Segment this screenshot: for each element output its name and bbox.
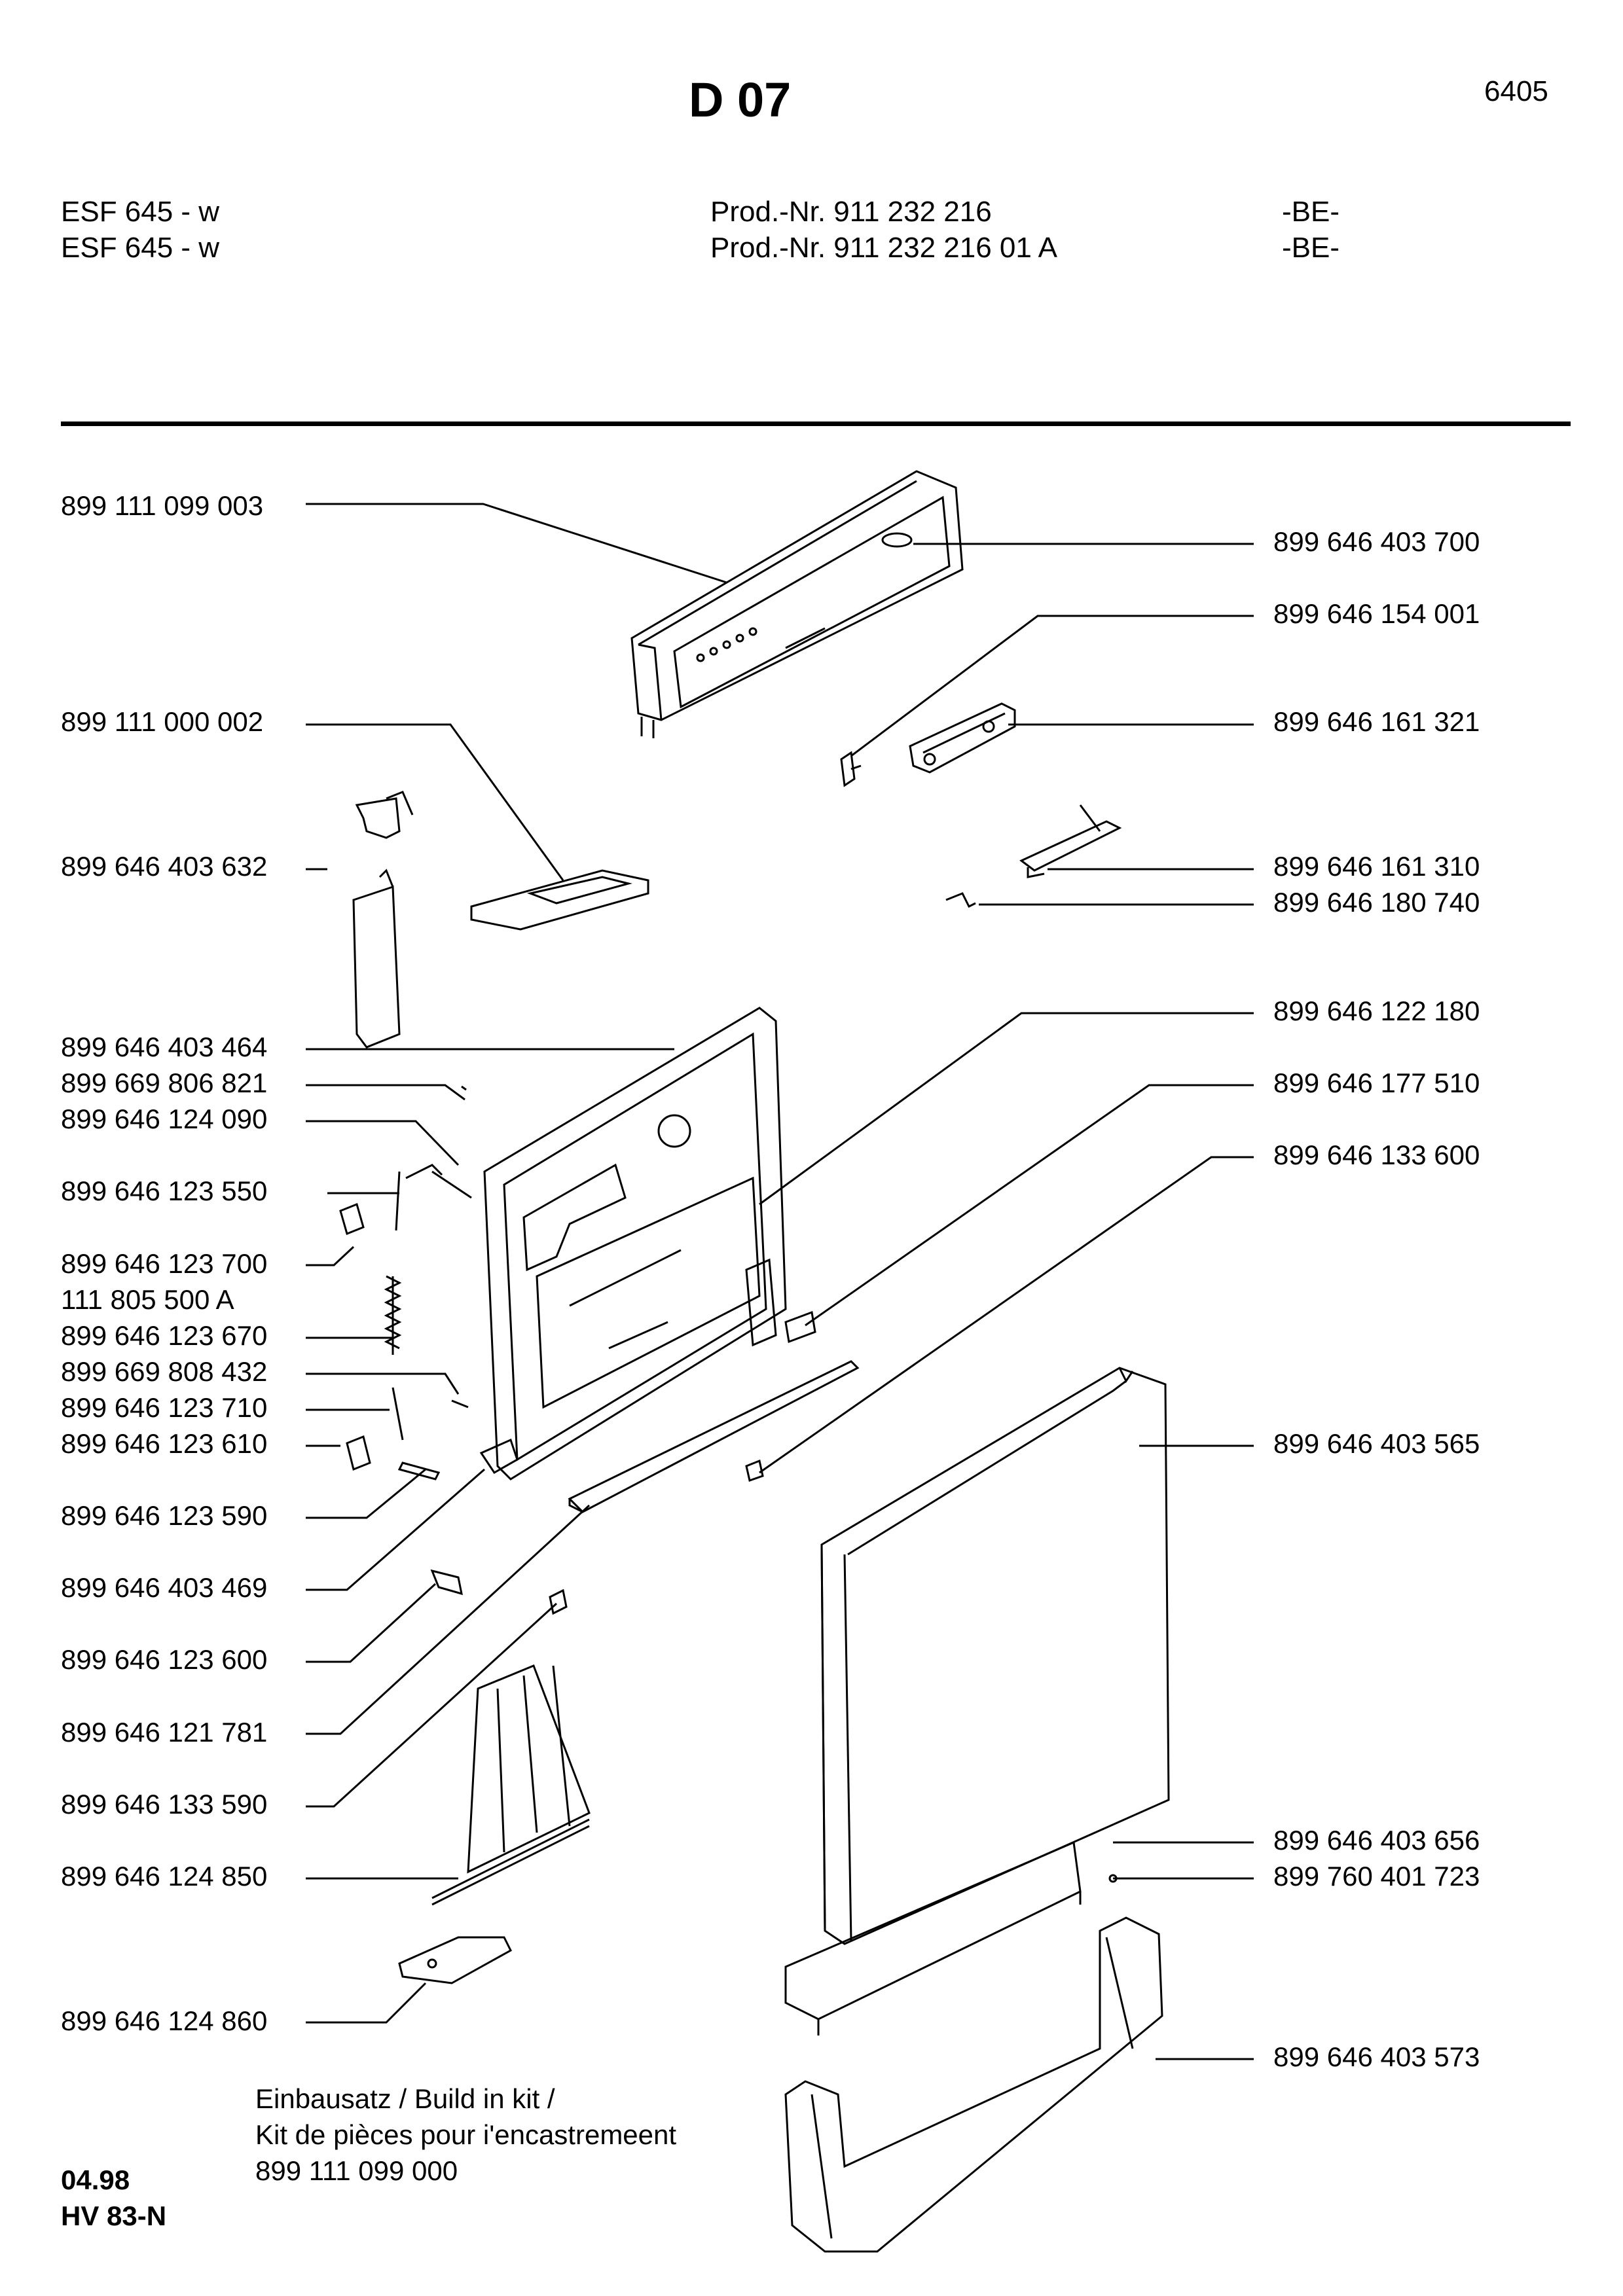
part-label-right: 899 646 403 700 xyxy=(1273,526,1480,557)
part-label-left: 111 805 500 A xyxy=(61,1284,234,1315)
part-label-left: 899 646 124 850 xyxy=(61,1861,268,1892)
region-1: -BE- xyxy=(1282,196,1340,228)
small-parts-left xyxy=(340,1086,566,1613)
part-label-left: 899 646 403 632 xyxy=(61,851,268,882)
part-label-right: 899 646 180 740 xyxy=(1273,887,1480,918)
part-label-right: 899 646 161 310 xyxy=(1273,851,1480,882)
rail-part xyxy=(570,1361,858,1512)
spring-clip-part xyxy=(946,893,976,906)
part-label-right: 899 646 403 656 xyxy=(1273,1825,1480,1856)
kit-caption-line-1: Einbausatz / Build in kit / xyxy=(255,2083,555,2114)
part-label-left: 899 646 403 464 xyxy=(61,1031,268,1062)
spring-part xyxy=(386,1172,403,1440)
part-label-right: 899 646 154 001 xyxy=(1273,598,1480,629)
page-title: D 07 xyxy=(689,73,792,127)
part-label-left: 899 646 123 670 xyxy=(61,1320,268,1351)
prod-number-2: Prod.-Nr. 911 232 216 01 A xyxy=(710,232,1057,264)
part-label-left: 899 669 806 821 xyxy=(61,1067,268,1098)
bottom-trim-part xyxy=(786,1842,1116,2036)
door-hinge-assembly xyxy=(406,1165,776,1473)
control-panel-part xyxy=(632,471,962,738)
block-part xyxy=(786,1312,815,1342)
slide-part xyxy=(1021,805,1120,877)
part-label-left: 899 646 123 600 xyxy=(61,1644,268,1675)
kit-caption-line-3: 899 111 099 000 xyxy=(255,2155,458,2186)
kickplate-part xyxy=(786,1918,1162,2251)
part-label-right: 899 760 401 723 xyxy=(1273,1861,1480,1892)
part-label-left: 899 646 133 590 xyxy=(61,1789,268,1820)
leader-lines-left xyxy=(306,504,727,2022)
small-clip-part xyxy=(841,753,861,785)
part-label-left: 899 111 099 003 xyxy=(61,490,264,521)
insulation-plate-part xyxy=(471,870,648,929)
part-label-left: 899 646 124 090 xyxy=(61,1103,268,1134)
part-label-right: 899 646 177 510 xyxy=(1273,1067,1480,1098)
part-label-left: 899 646 121 781 xyxy=(61,1717,268,1748)
part-label-left: 899 646 123 550 xyxy=(61,1175,268,1206)
prod-number-1: Prod.-Nr. 911 232 216 xyxy=(710,196,992,228)
part-label-right: 899 646 403 573 xyxy=(1273,2041,1480,2072)
mounting-bracket-part xyxy=(399,1937,511,1983)
page-code: 6405 xyxy=(1484,75,1548,107)
kit-caption-line-2: Kit de pièces pour i'encastremeent xyxy=(255,2119,677,2150)
part-label-left: 899 646 123 590 xyxy=(61,1500,268,1531)
leader-lines-right xyxy=(759,544,1254,2059)
footer-date: 04.98 xyxy=(61,2164,130,2195)
part-label-left: 899 646 123 610 xyxy=(61,1428,268,1459)
header-divider xyxy=(61,422,1571,426)
inner-door-part xyxy=(484,1008,786,1479)
model-2: ESF 645 - w xyxy=(61,232,220,264)
part-label-left: 899 646 124 860 xyxy=(61,2005,268,2036)
support-stand-part xyxy=(432,1666,589,1905)
model-1: ESF 645 - w xyxy=(61,196,220,228)
part-label-left: 899 646 123 710 xyxy=(61,1392,268,1423)
part-label-left: 899 669 808 432 xyxy=(61,1356,268,1387)
part-label-right: 899 646 133 600 xyxy=(1273,1139,1480,1170)
small-latch-part xyxy=(746,1461,763,1480)
hinge-bracket-part xyxy=(910,704,1015,772)
footer-ref: HV 83-N xyxy=(61,2200,167,2231)
hinge-arm-part xyxy=(354,792,412,1047)
region-2: -BE- xyxy=(1282,232,1340,264)
part-label-right: 899 646 122 180 xyxy=(1273,996,1480,1026)
part-label-left: 899 646 123 700 xyxy=(61,1248,268,1279)
part-label-right: 899 646 403 565 xyxy=(1273,1428,1480,1459)
front-door-panel-part xyxy=(822,1368,1169,1944)
part-label-right: 899 646 161 321 xyxy=(1273,706,1480,737)
part-label-left: 899 111 000 002 xyxy=(61,706,264,737)
part-label-left: 899 646 403 469 xyxy=(61,1572,268,1603)
